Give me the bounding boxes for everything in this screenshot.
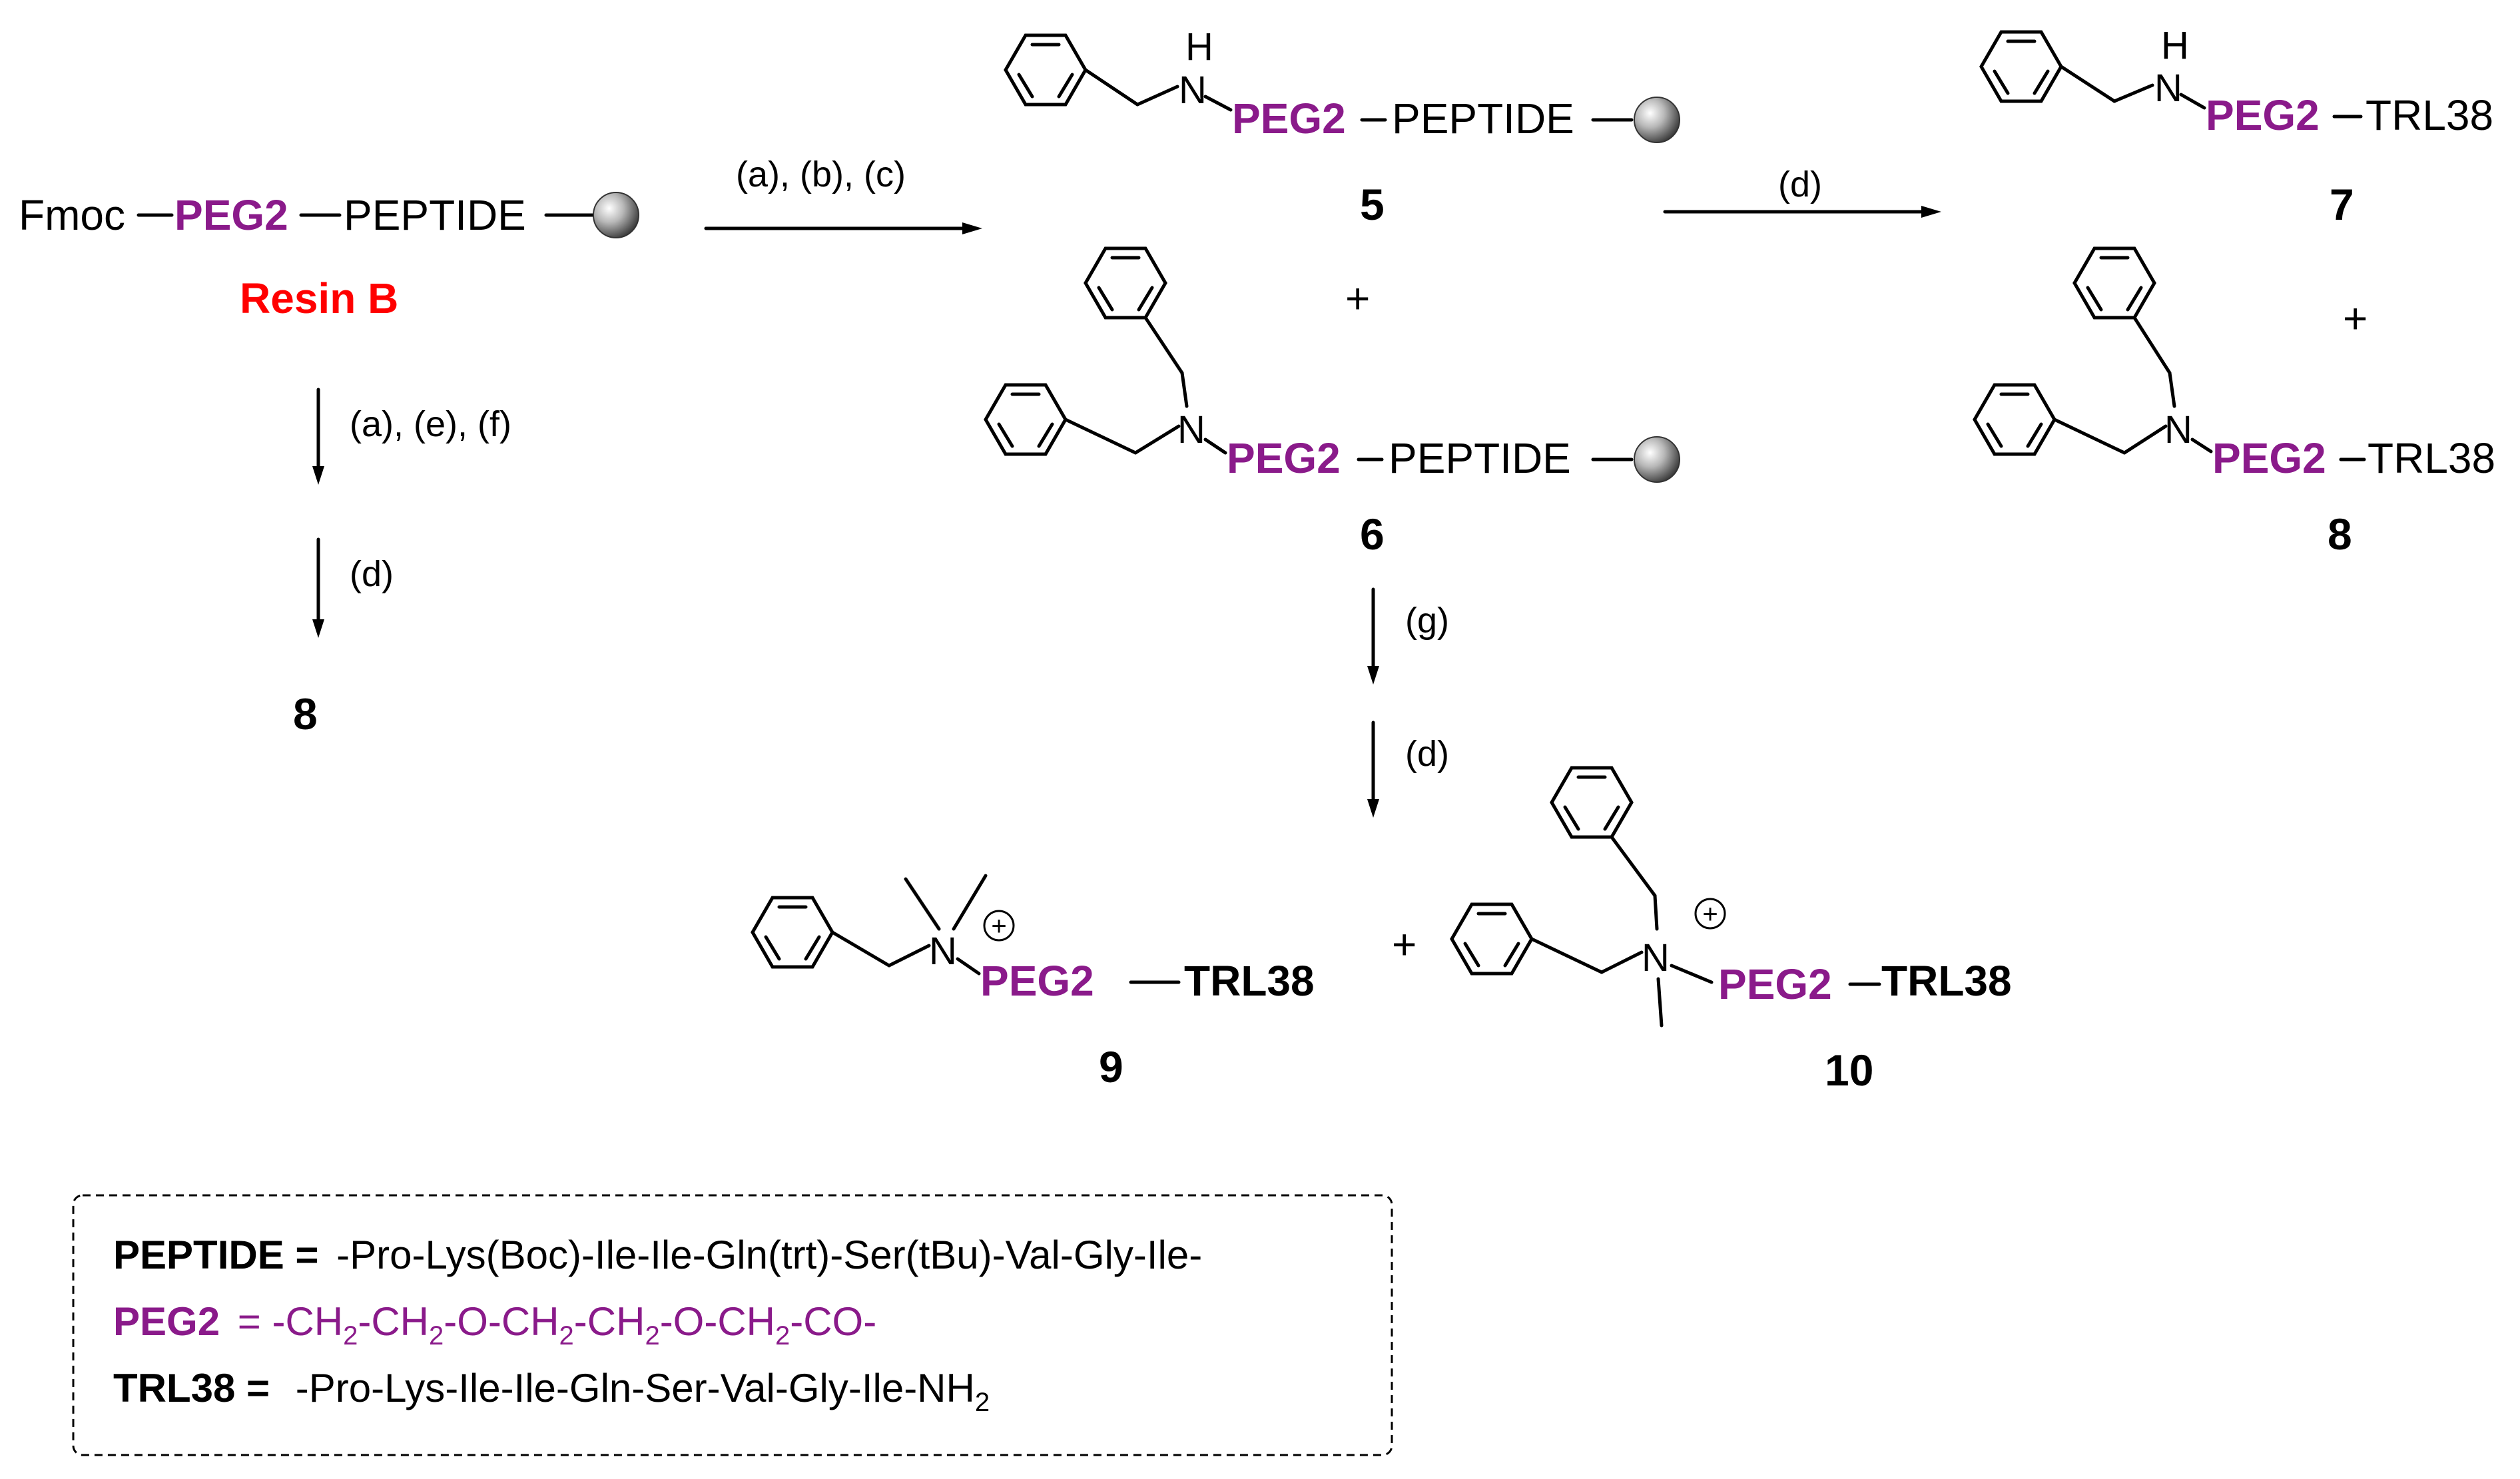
compound-5-number: 5 [1360,180,1385,229]
arrow-a-e-f: (a), (e), (f) [312,388,511,485]
legend-subscript: 2 [429,1321,444,1350]
plus-sign: + [1345,274,1370,322]
c5-peg2: PEG2 [1232,95,1346,143]
c7-hydrogen: H [2161,24,2189,67]
c10-peg2: PEG2 [1718,960,1832,1008]
c8-peg2: PEG2 [2212,434,2326,482]
benzene-ring-icon [1552,768,1632,837]
conditions-g: (g) [1405,601,1449,641]
arrow-a-b-c: (a), (b), (c) [704,154,982,234]
compound-6-number: 6 [1360,509,1385,559]
c10-charge: + [1702,900,1718,929]
compound-7: N H PEG2 TRL38 7 [1981,24,2493,229]
legend-trl38-definition: -Pro-Lys-Ile-Ile-Gln-Ser-Val-Gly-Ile-NH [296,1366,975,1410]
fmoc-label: Fmoc [19,191,125,239]
c5-hydrogen: H [1185,25,1213,69]
starting-resin: Fmoc PEG2 PEPTIDE Resin B [19,191,639,322]
legend-peg2: PEG2 = -CH2-CH2-O-CH2-CH2-O-CH2-CO- [113,1299,876,1350]
compound-9-number: 9 [1099,1042,1123,1091]
arrow-d-top: (d) [1663,164,1941,218]
c8-nitrogen: N [2164,408,2192,451]
benzene-ring-icon [753,898,832,967]
benzene-ring-icon [2074,248,2154,318]
benzene-ring-icon [1981,32,2061,101]
c9-charge: + [991,912,1006,941]
compound-10-number: 10 [1825,1045,1873,1095]
positive-charge-icon [1694,898,1726,930]
compound-7-number: 7 [2330,180,2354,229]
legend-peg2-label: PEG2 [113,1299,220,1344]
conditions-d-top: (d) [1778,164,1822,204]
benzene-ring-icon [1452,904,1532,974]
arrow-d-center: (d) [1367,721,1449,818]
positive-charge-icon [983,910,1015,942]
legend-subscript: 2 [645,1321,659,1350]
compound-6: N PEG2 PEPTIDE 6 [986,248,1680,559]
legend-trl38: TRL38 = -Pro-Lys-Ile-Ile-Gln-Ser-Val-Gly… [113,1366,990,1417]
c9-trl38: TRL38 [1184,957,1315,1005]
compound-5: N H PEG2 PEPTIDE 5 [1006,25,1680,229]
benzene-ring-icon [1006,35,1086,105]
legend-trl38-label: TRL38 = [113,1366,270,1410]
legend-peg2-part: -CO- [790,1299,876,1344]
compound-10: N + PEG2 TRL38 10 [1452,768,2012,1095]
c7-peg2: PEG2 [2206,91,2320,139]
conditions-d-center: (d) [1405,734,1449,774]
legend-peg2-part: -O-CH [660,1299,775,1344]
legend-box: PEPTIDE = -Pro-Lys(Boc)-Ile-Ile-Gln(trt)… [72,1194,1393,1456]
benzene-ring-icon [986,385,1066,454]
legend-subscript: 2 [343,1321,358,1350]
legend-subscript: 2 [775,1321,790,1350]
compound-9: N + PEG2 TRL38 9 [753,874,1315,1091]
legend-peg2-part: -CH [358,1299,429,1344]
benzene-ring-icon [1086,248,1165,318]
resin-bead-icon [1634,436,1680,483]
conditions-a-e-f: (a), (e), (f) [350,404,511,444]
legend-peptide: PEPTIDE = -Pro-Lys(Boc)-Ile-Ile-Gln(trt)… [113,1233,1202,1277]
c6-peg2: PEG2 [1227,434,1341,482]
resin-bead-icon [593,192,639,238]
legend-subscript: 2 [975,1388,990,1417]
compound-8-number: 8 [2328,509,2352,559]
peptide-label: PEPTIDE [344,191,526,239]
c10-trl38: TRL38 [1881,957,2012,1005]
resin-bead-icon [1634,97,1680,143]
resin-b-label: Resin B [240,274,398,322]
plus-sign: + [2343,294,2367,342]
c9-nitrogen: N [929,930,957,973]
c6-peptide: PEPTIDE [1389,434,1571,482]
legend-peptide-definition: -Pro-Lys(Boc)-Ile-Ile-Gln(trt)-Ser(tBu)-… [336,1233,1202,1277]
c8-trl38: TRL38 [2367,434,2495,482]
peg2-label: PEG2 [174,191,288,239]
c9-peg2: PEG2 [980,957,1094,1005]
c6-nitrogen: N [1177,408,1205,451]
arrow-g: (g) [1367,587,1449,685]
compound-8: N PEG2 TRL38 8 [1975,248,2495,559]
c5-nitrogen: N [1179,69,1207,112]
conditions-d-left: (d) [350,554,394,594]
legend-peg2-part: = -CH [238,1299,343,1344]
benzene-ring-icon [1975,385,2054,454]
compound-8-left-number: 8 [293,689,318,739]
legend-subscript: 2 [559,1321,574,1350]
plus-sign: + [1392,920,1417,968]
legend-peg2-part: -CH [574,1299,645,1344]
legend-peg2-part: -O-CH [444,1299,559,1344]
c5-peptide: PEPTIDE [1392,95,1574,143]
c7-nitrogen: N [2154,67,2182,110]
arrow-d-left: (d) [312,537,394,638]
c10-nitrogen: N [1642,936,1670,980]
conditions-a-b-c: (a), (b), (c) [736,154,906,194]
legend-peptide-label: PEPTIDE = [113,1233,318,1277]
c7-trl38: TRL38 [2365,91,2493,139]
